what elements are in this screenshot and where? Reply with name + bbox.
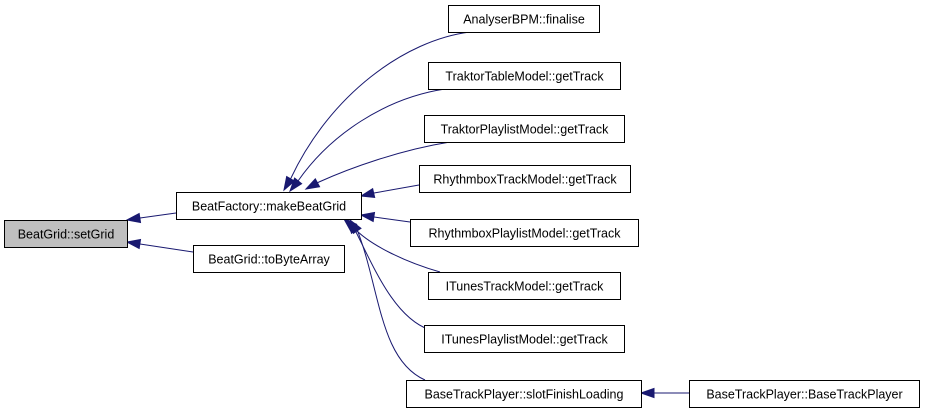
node-traktorPlaylist[interactable]: TraktorPlaylistModel::getTrack — [424, 115, 625, 143]
node-label: ITunesTrackModel::getTrack — [446, 280, 604, 294]
node-box[interactable] — [428, 272, 621, 300]
node-label: BaseTrackPlayer::slotFinishLoading — [425, 388, 624, 402]
node-baseTrackPlayer[interactable]: BaseTrackPlayer::BaseTrackPlayer — [689, 380, 920, 408]
node-label: BeatFactory::makeBeatGrid — [192, 200, 346, 214]
node-label: BeatGrid::toByteArray — [208, 253, 330, 267]
arrowhead — [125, 212, 142, 224]
edge-finalise-to-makeBeatGrid — [283, 31, 471, 192]
node-label: ITunesPlaylistModel::getTrack — [441, 333, 608, 347]
edge-line-end — [356, 230, 359, 233]
node-label: RhythmboxTrackModel::getTrack — [433, 173, 617, 187]
node-rhythmboxTrack[interactable]: RhythmboxTrackModel::getTrack — [419, 165, 631, 193]
edge-line — [357, 231, 426, 381]
node-box[interactable] — [406, 380, 642, 408]
node-label: BaseTrackPlayer::BaseTrackPlayer — [706, 388, 902, 402]
edge-toByteArray-to-setGrid — [125, 238, 194, 253]
edge-baseTrackPlayer-to-slotFinish — [639, 387, 689, 399]
node-box[interactable] — [424, 115, 625, 143]
node-setGrid[interactable]: BeatGrid::setGrid — [4, 220, 128, 248]
edge-line — [373, 184, 420, 194]
node-box[interactable] — [424, 325, 625, 353]
edge-line — [139, 243, 194, 253]
edge-makeBeatGrid-to-setGrid — [125, 212, 177, 224]
node-box[interactable] — [428, 62, 621, 90]
node-box[interactable] — [419, 165, 631, 193]
edge-traktorTable-to-makeBeatGrid — [289, 88, 446, 193]
node-slotFinish[interactable]: BaseTrackPlayer::slotFinishLoading — [406, 380, 642, 408]
edge-rhythmboxPlaylist-to-makeBeatGrid — [359, 211, 411, 223]
edge-line — [297, 88, 446, 182]
node-traktorTable[interactable]: TraktorTableModel::getTrack — [428, 62, 621, 90]
edges-layer — [125, 31, 689, 399]
edge-slotFinish-to-makeBeatGrid — [349, 218, 426, 381]
node-label: RhythmboxPlaylistModel::getTrack — [429, 227, 622, 241]
edge-line-end — [317, 181, 320, 184]
arrowhead — [125, 238, 142, 250]
edge-line — [290, 31, 471, 179]
arrowhead — [359, 211, 376, 223]
node-makeBeatGrid[interactable]: BeatFactory::makeBeatGrid — [176, 192, 362, 220]
arrowhead — [359, 187, 376, 199]
node-box[interactable] — [176, 192, 362, 220]
edge-line — [373, 216, 411, 223]
node-label: TraktorTableModel::getTrack — [445, 70, 604, 84]
node-box[interactable] — [193, 245, 345, 273]
node-itunesTrack[interactable]: ITunesTrackModel::getTrack — [428, 272, 621, 300]
arrowhead — [639, 387, 655, 399]
edge-traktorPlaylist-to-makeBeatGrid — [304, 141, 451, 190]
edge-line — [139, 212, 177, 219]
arrowhead — [304, 178, 321, 190]
node-box[interactable] — [448, 5, 600, 33]
node-box[interactable] — [410, 219, 639, 247]
node-toByteArray[interactable]: BeatGrid::toByteArray — [193, 245, 345, 273]
node-finalise[interactable]: AnalyserBPM::finalise — [448, 5, 600, 33]
node-box[interactable] — [4, 220, 128, 248]
node-rhythmboxPlaylist[interactable]: RhythmboxPlaylistModel::getTrack — [410, 219, 639, 247]
node-label: TraktorPlaylistModel::getTrack — [441, 123, 610, 137]
node-label: AnalyserBPM::finalise — [463, 13, 585, 27]
node-itunesPlaylist[interactable]: ITunesPlaylistModel::getTrack — [424, 325, 625, 353]
edge-line — [318, 141, 451, 183]
edge-rhythmboxTrack-to-makeBeatGrid — [359, 184, 420, 199]
node-label: BeatGrid::setGrid — [18, 228, 115, 242]
edge-line — [353, 227, 441, 273]
nodes-layer: BeatGrid::setGrid BeatFactory::makeBeatGr… — [4, 5, 920, 408]
node-box[interactable] — [689, 380, 920, 408]
